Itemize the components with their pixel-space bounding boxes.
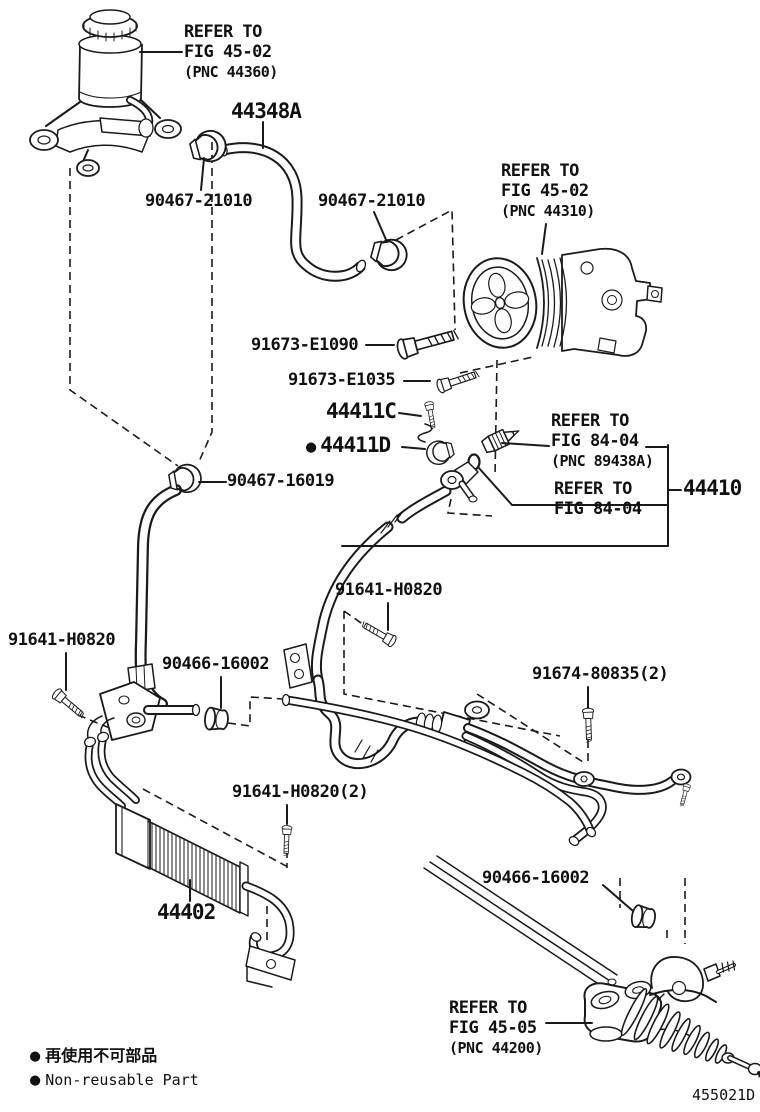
ref-label-fig-84-04: REFER TO FIG 84-04 (554, 479, 642, 519)
part-label-91641-h0820-left: 91641-H0820 (8, 630, 116, 650)
return-line-junction-drawing (99, 490, 201, 741)
part-label-90467-16019: 90467-16019 (227, 471, 335, 491)
ref-line: FIG 45-02 (184, 42, 272, 62)
part-label-44411c: 44411C (326, 399, 397, 423)
ref-line: REFER TO (554, 479, 632, 499)
oil-cooler-44402-drawing (83, 715, 296, 988)
legend-row-jp: ●再使用不可部品 (30, 1044, 199, 1068)
pnc-line: (PNC 89438A) (551, 452, 654, 470)
reservoir-drawing (29, 9, 182, 177)
part-label-91674-80835: 91674-80835(2) (532, 664, 669, 684)
pnc-line: (PNC 44200) (449, 1039, 543, 1057)
ref-line: REFER TO (501, 161, 579, 181)
ref-line: FIG 45-02 (501, 181, 589, 201)
legend-text-en: Non-reusable Part (45, 1071, 199, 1089)
part-label-90467-21010-right: 90467-21010 (318, 191, 426, 211)
part-label-91641-h0820-mid: 91641-H0820 (335, 580, 443, 600)
legend-row-en: ●Non-reusable Part (30, 1068, 199, 1092)
pump-drawing (462, 247, 663, 357)
clamp-90467-21010-left-drawing (186, 126, 231, 167)
bolt-91641-h0820-left-drawing (50, 686, 88, 722)
non-reusable-bullet-icon: ● (30, 1046, 41, 1066)
clamp-90466-16002-left-drawing (203, 706, 230, 732)
pressure-switch-drawing (481, 428, 520, 454)
legend-text-jp: 再使用不可部品 (45, 1046, 158, 1065)
bolt-91674-80835-drawing (581, 707, 596, 743)
legend: ●再使用不可部品 ●Non-reusable Part (30, 1044, 199, 1092)
non-reusable-bullet-icon: ● (30, 1070, 41, 1090)
gasket-clamp-44411d-drawing (423, 436, 457, 468)
pnc-line: (PNC 44310) (501, 202, 595, 220)
part-label-90466-16002-right: 90466-16002 (482, 868, 590, 888)
pressure-tube-44410-drawing (281, 461, 692, 847)
pnc-line: (PNC 44360) (184, 63, 278, 81)
ref-line: REFER TO (551, 411, 629, 431)
clamp-90467-21010-right-drawing (367, 234, 412, 275)
ref-line: REFER TO (184, 22, 262, 42)
non-reusable-bullet-icon: ● (306, 437, 316, 457)
leader-lines (65, 51, 682, 1024)
union-bolt-44411c-drawing (417, 400, 439, 443)
part-label-90467-21010-left: 90467-21010 (145, 191, 253, 211)
steering-rack-drawing (423, 855, 760, 1078)
ref-label-pump: REFER TO FIG 45-02 (PNC 44310) (501, 161, 595, 221)
bolt-91673-e1035-drawing (434, 366, 481, 395)
part-label-44348a: 44348A (231, 99, 302, 123)
part-label-91641-h0820-two: 91641-H0820(2) (232, 782, 369, 802)
ref-label-steering-rack: REFER TO FIG 45-05 (PNC 44200) (449, 998, 543, 1058)
bolt-91641-h0820-two-drawing (280, 824, 293, 857)
part-label-91673-e1090: 91673-E1090 (251, 335, 359, 355)
part-label-91673-e1035: 91673-E1035 (288, 370, 396, 390)
ref-label-pressure-switch: REFER TO FIG 84-04 (PNC 89438A) (551, 411, 654, 471)
part-label-44410: 44410 (683, 476, 742, 500)
part-label-90466-16002-left: 90466-16002 (162, 654, 270, 674)
ref-line: FIG 45-05 (449, 1018, 537, 1038)
ref-label-reservoir: REFER TO FIG 45-02 (PNC 44360) (184, 22, 278, 82)
drawing-code: 455021D (692, 1086, 756, 1104)
part-label-44411d: ●44411D (306, 433, 391, 458)
part-label-44402: 44402 (157, 900, 216, 924)
ref-line: REFER TO (449, 998, 527, 1018)
bolt-91673-e1090-drawing (394, 323, 461, 361)
bolt-91641-h0820-mid-drawing (358, 618, 399, 649)
part-number: 44411D (320, 433, 391, 457)
clamp-90466-16002-right-drawing (629, 903, 658, 931)
ref-line: FIG 84-04 (554, 499, 642, 519)
ref-line: FIG 84-04 (551, 431, 639, 451)
